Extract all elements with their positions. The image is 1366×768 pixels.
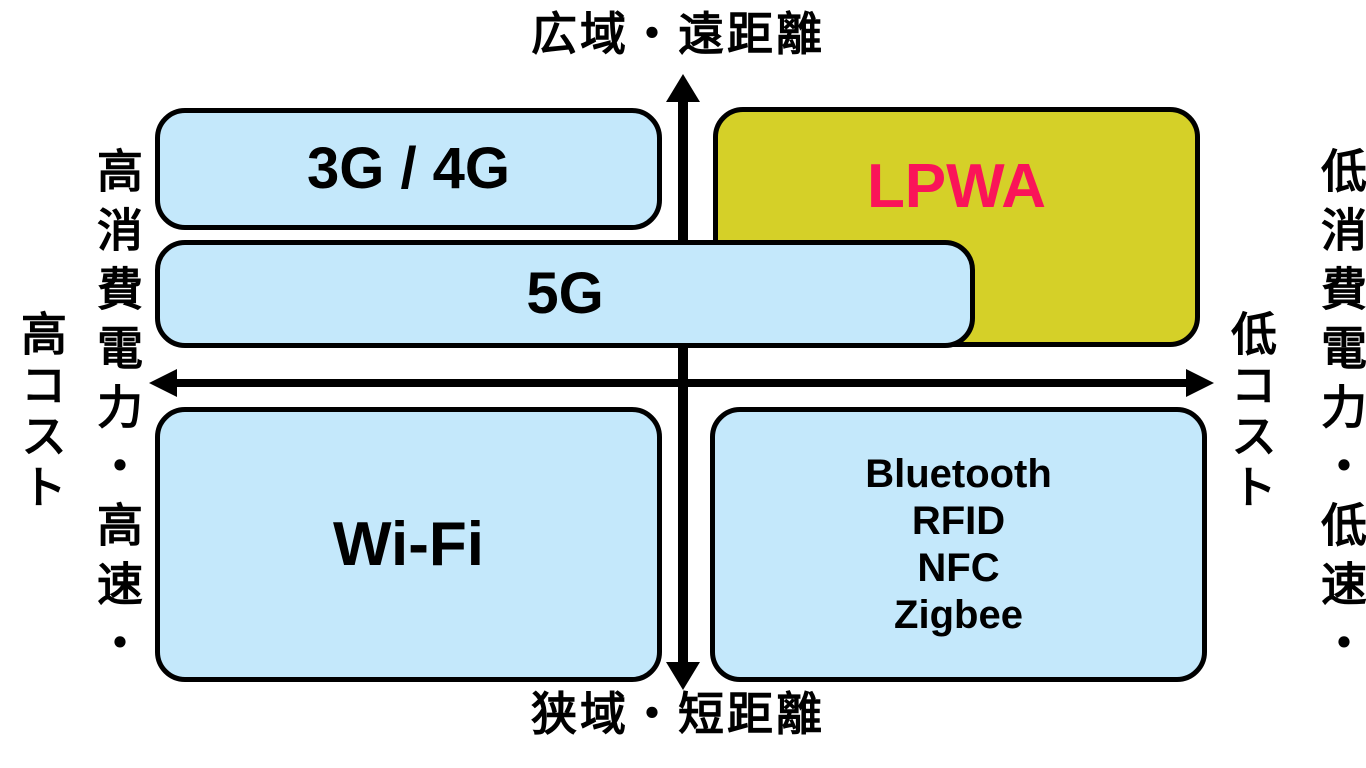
arrow-down-icon bbox=[666, 662, 700, 690]
cellular-3g-4g-box: 3G / 4G bbox=[155, 108, 662, 230]
short-range-box: Bluetooth RFID NFC Zigbee bbox=[710, 407, 1207, 682]
horizontal-axis-line bbox=[172, 379, 1190, 387]
axis-label-right-cost: 低コスト bbox=[1225, 310, 1277, 514]
axis-label-top: 広域・遠距離 bbox=[531, 8, 825, 60]
axis-label-left-cost: 高コスト bbox=[15, 310, 67, 514]
arrow-right-icon bbox=[1186, 369, 1214, 397]
axis-label-right-power-speed: 低消費電力・低速・ bbox=[1315, 146, 1366, 678]
arrow-up-icon bbox=[666, 74, 700, 102]
axis-label-bottom: 狭域・短距離 bbox=[531, 688, 825, 740]
axis-label-left: 高コスト 高消費電力・高速・ bbox=[15, 56, 143, 768]
wifi-box: Wi-Fi bbox=[155, 407, 662, 682]
5g-box-label: 5G bbox=[526, 261, 604, 326]
short-range-item-bluetooth: Bluetooth bbox=[865, 451, 1052, 496]
short-range-item-zigbee: Zigbee bbox=[894, 592, 1023, 637]
cellular-3g-4g-box-label: 3G / 4G bbox=[306, 136, 511, 201]
lpwa-box-label: LPWA bbox=[866, 152, 1047, 221]
short-range-item-rfid: RFID bbox=[911, 498, 1006, 543]
axis-label-left-power-speed: 高消費電力・高速・ bbox=[91, 146, 143, 678]
wifi-box-label: Wi-Fi bbox=[333, 509, 484, 579]
arrow-left-icon bbox=[149, 369, 177, 397]
5g-box: 5G bbox=[155, 240, 975, 348]
short-range-item-nfc: NFC bbox=[917, 545, 1000, 590]
axis-label-right: 低コスト 低消費電力・低速・ bbox=[1225, 56, 1366, 768]
